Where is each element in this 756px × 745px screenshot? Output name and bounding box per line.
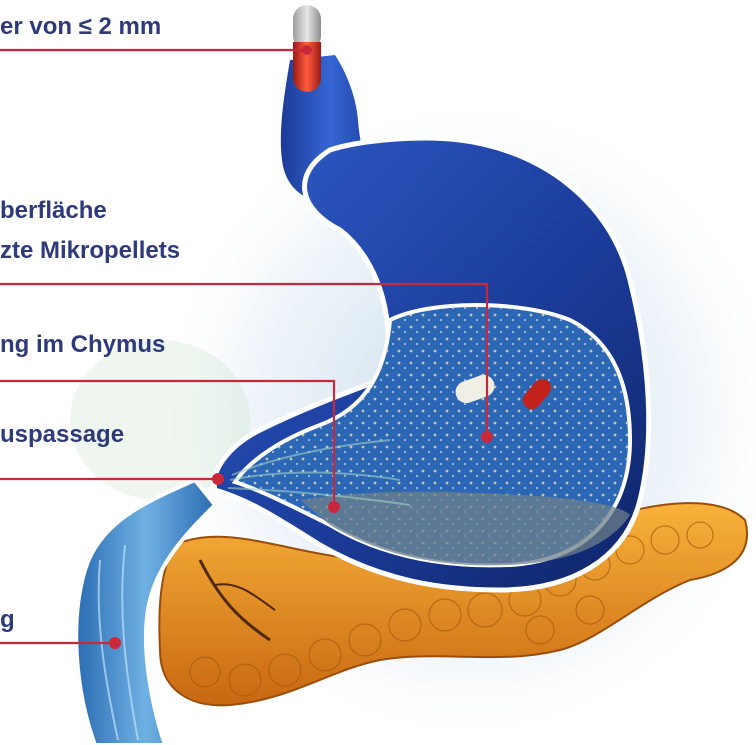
point-chyme [328,501,340,513]
label-surface-line1: berfläche [0,196,107,226]
point-pylorus [212,473,224,485]
label-chyme: ng im Chymus [0,330,165,360]
point-surface [481,431,493,443]
label-capsule: er von ≤ 2 mm [0,12,161,42]
label-surface-line2: zte Mikropellets [0,236,180,266]
point-duodenum [109,637,121,649]
label-duodenum: g [0,605,15,635]
point-capsule [302,45,312,55]
label-pylorus: uspassage [0,420,124,450]
